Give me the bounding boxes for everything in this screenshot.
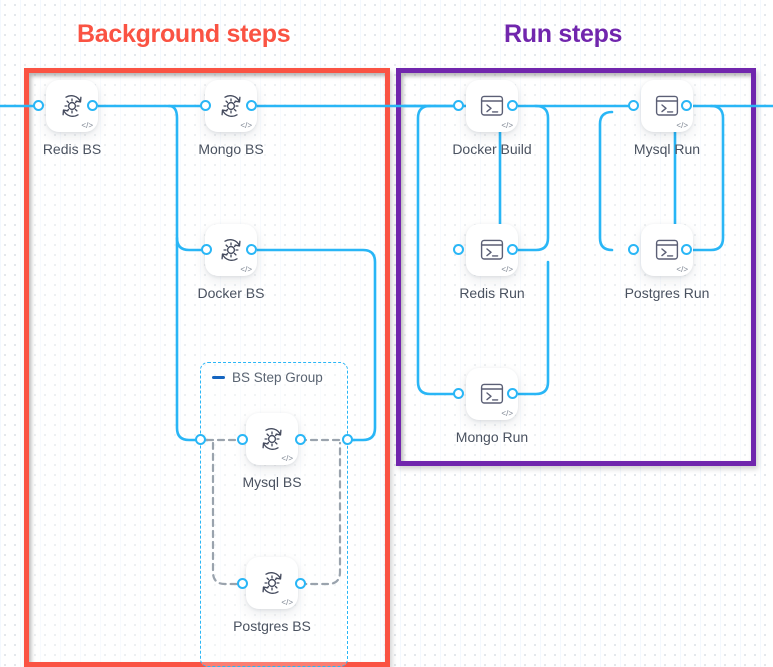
group-title-background-steps: Background steps xyxy=(77,20,291,48)
node-card-mysql-bs[interactable]: </> xyxy=(246,413,298,465)
port-in-docker-bs[interactable] xyxy=(201,244,212,255)
step-group-label: BS Step Group xyxy=(232,370,323,385)
port-in-mongo-bs[interactable] xyxy=(200,100,211,111)
edge-redis-bs-down-trunk xyxy=(167,104,202,442)
node-label-postgres-run: Postgres Run xyxy=(624,285,710,301)
port-stepgroup-out[interactable] xyxy=(342,434,353,445)
group-title-run-steps: Run steps xyxy=(504,20,623,48)
group-box-run-steps[interactable] xyxy=(396,68,756,466)
port-in-mongo-run[interactable] xyxy=(453,388,464,399)
edge-trunk-to-postgres-run xyxy=(598,110,614,252)
gear-sync-icon xyxy=(262,572,282,594)
node-label-mysql-bs: Mysql BS xyxy=(242,474,302,490)
node-mongo-bs[interactable]: </> Mongo BS xyxy=(177,80,285,157)
port-in-postgres-run[interactable] xyxy=(628,244,639,255)
edge-docker-bs-out xyxy=(249,248,377,442)
step-group-container[interactable] xyxy=(200,362,348,667)
terminal-icon xyxy=(655,95,679,116)
node-docker-build[interactable]: </> Docker Build xyxy=(438,80,546,157)
step-group-header[interactable]: BS Step Group xyxy=(212,370,323,385)
node-mysql-run[interactable]: </> Mysql Run xyxy=(613,80,721,157)
edge-group-in-to-postgres-bs xyxy=(211,441,244,586)
code-badge[interactable]: </> xyxy=(281,598,293,607)
minus-icon[interactable] xyxy=(212,376,225,379)
gear-sync-icon xyxy=(221,95,241,117)
edge-postgres-bs-to-group-out xyxy=(298,441,342,586)
code-badge[interactable]: </> xyxy=(676,265,688,274)
node-mongo-run[interactable]: </> Mongo Run xyxy=(438,368,546,445)
node-label-docker-build: Docker Build xyxy=(452,141,532,157)
code-badge[interactable]: </> xyxy=(501,409,513,418)
port-out-docker-bs[interactable] xyxy=(246,244,257,255)
node-label-mysql-run: Mysql Run xyxy=(633,141,701,157)
code-badge[interactable]: </> xyxy=(240,265,252,274)
edge-docker-build-down-trunk xyxy=(416,104,460,396)
node-label-mongo-run: Mongo Run xyxy=(455,429,529,445)
node-postgres-run[interactable]: </> Postgres Run xyxy=(613,224,721,301)
edge-redis-run-out xyxy=(510,104,550,252)
node-card-redis-bs[interactable]: </> xyxy=(46,80,98,132)
terminal-icon xyxy=(480,95,504,116)
code-badge[interactable]: </> xyxy=(240,121,252,130)
code-badge[interactable]: </> xyxy=(501,121,513,130)
gear-sync-icon xyxy=(221,239,241,261)
port-out-redis-bs[interactable] xyxy=(87,100,98,111)
node-redis-bs[interactable]: </> Redis BS xyxy=(18,80,126,157)
port-out-mysql-run[interactable] xyxy=(681,100,692,111)
gear-sync-icon xyxy=(62,95,82,117)
code-badge[interactable]: </> xyxy=(81,121,93,130)
node-label-docker-bs: Docker BS xyxy=(197,285,265,301)
port-stepgroup-in[interactable] xyxy=(195,434,206,445)
code-badge[interactable]: </> xyxy=(281,454,293,463)
gear-sync-icon xyxy=(262,428,282,450)
terminal-icon xyxy=(480,383,504,404)
node-postgres-bs[interactable]: </> Postgres BS xyxy=(218,557,326,634)
node-label-postgres-bs: Postgres BS xyxy=(233,618,311,634)
port-out-docker-build[interactable] xyxy=(507,100,518,111)
port-in-redis-bs[interactable] xyxy=(33,100,44,111)
port-in-docker-build[interactable] xyxy=(453,100,464,111)
node-redis-run[interactable]: </> Redis Run xyxy=(438,224,546,301)
node-label-redis-bs: Redis BS xyxy=(42,141,102,157)
terminal-icon xyxy=(655,239,679,260)
port-out-redis-run[interactable] xyxy=(507,244,518,255)
code-badge[interactable]: </> xyxy=(676,121,688,130)
node-label-mongo-bs: Mongo BS xyxy=(198,141,264,157)
edge-postgres-run-out xyxy=(685,104,725,252)
port-out-mysql-bs[interactable] xyxy=(295,434,306,445)
node-docker-bs[interactable]: </> Docker BS xyxy=(177,224,285,301)
port-in-redis-run[interactable] xyxy=(453,244,464,255)
port-out-postgres-bs[interactable] xyxy=(295,578,306,589)
edge-mongo-run-out xyxy=(510,260,550,396)
terminal-icon xyxy=(480,239,504,260)
port-out-mongo-bs[interactable] xyxy=(246,100,257,111)
node-mysql-bs[interactable]: </> Mysql BS xyxy=(218,413,326,490)
code-badge[interactable]: </> xyxy=(501,265,513,274)
port-out-postgres-run[interactable] xyxy=(681,244,692,255)
port-out-mongo-run[interactable] xyxy=(507,388,518,399)
port-in-mysql-bs[interactable] xyxy=(237,434,248,445)
node-card-postgres-bs[interactable]: </> xyxy=(246,557,298,609)
edge-redis-bs-to-docker-bs xyxy=(175,236,208,252)
node-label-redis-run: Redis Run xyxy=(459,285,525,301)
port-in-postgres-bs[interactable] xyxy=(237,578,248,589)
port-in-mysql-run[interactable] xyxy=(628,100,639,111)
